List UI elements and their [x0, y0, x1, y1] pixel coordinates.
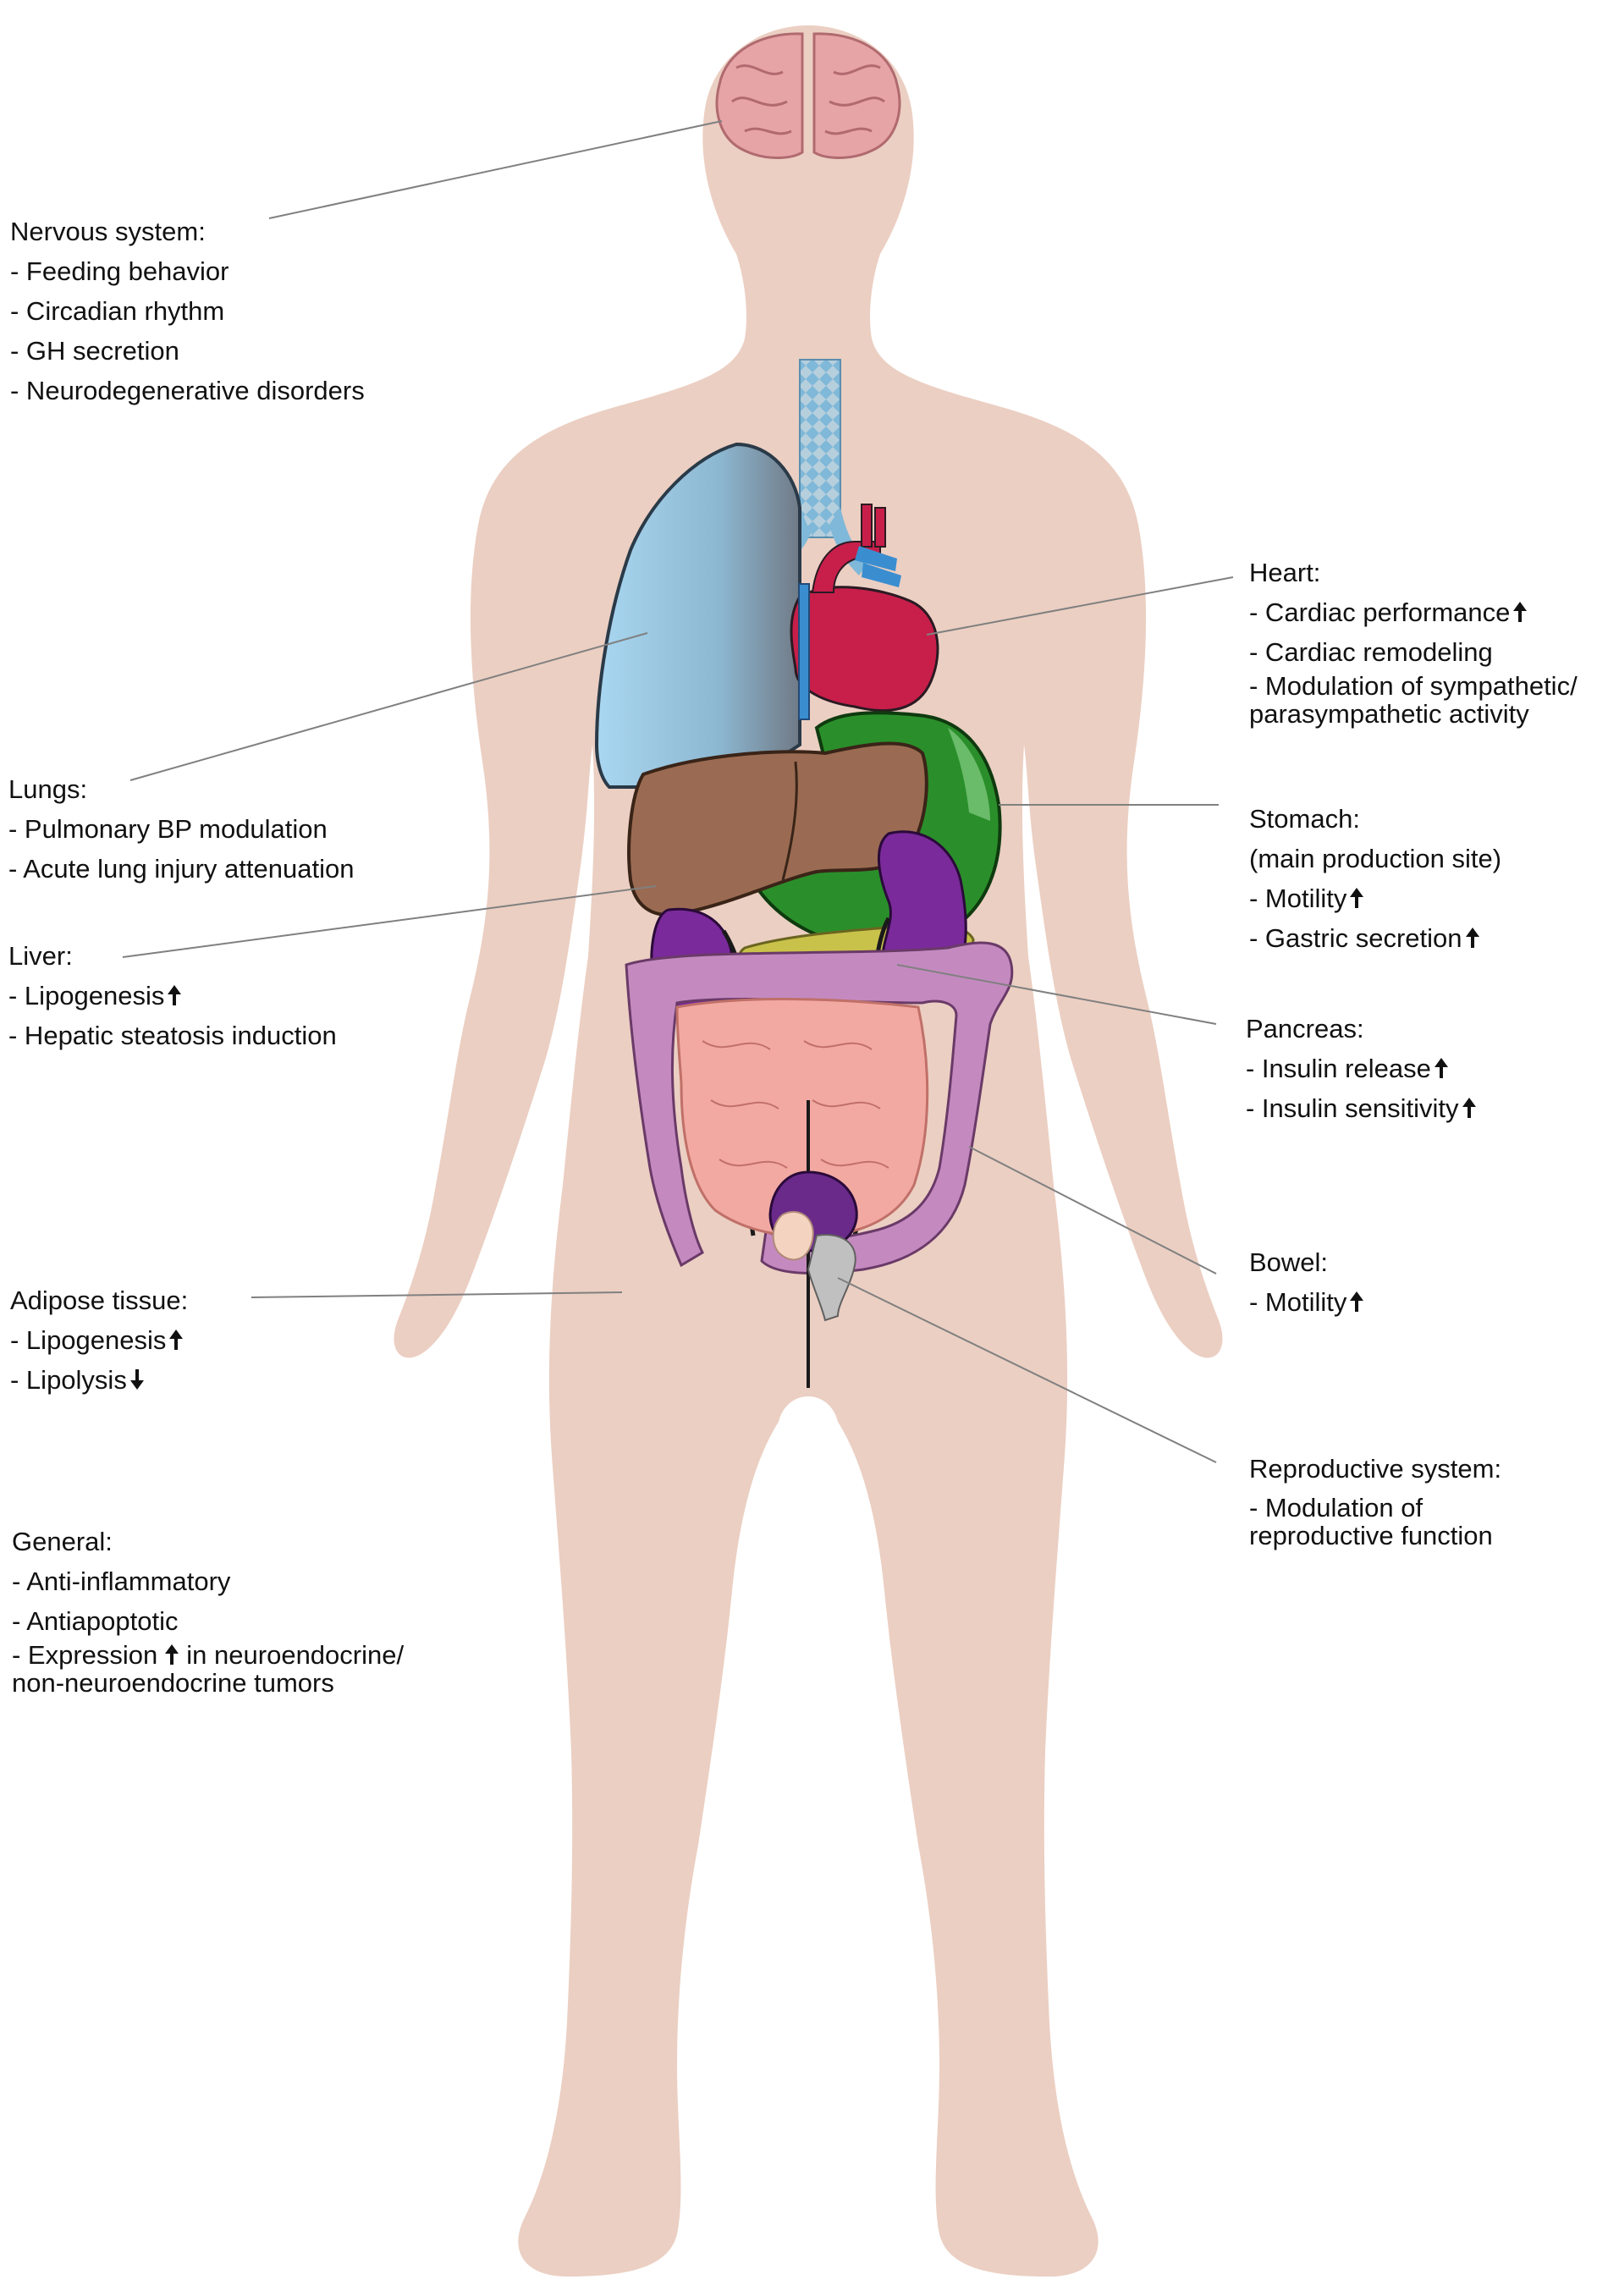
leader-bowel — [968, 1146, 1217, 1275]
pancreas-item-text: - Insulin release — [1246, 1054, 1431, 1083]
label-lungs: Lungs: - Pulmonary BP modulation - Acute… — [8, 769, 354, 889]
general-item-text: - Expression — [12, 1640, 158, 1670]
bowel-title: Bowel: — [1249, 1247, 1329, 1277]
general-item: non-neuroendocrine tumors — [12, 1668, 334, 1698]
pancreas-title: Pancreas: — [1246, 1014, 1364, 1043]
liver-item: - Hepatic steatosis induction — [8, 1021, 337, 1050]
lungs-item: - Pulmonary BP modulation — [8, 814, 328, 844]
stomach-item: (main production site) — [1249, 844, 1502, 873]
lungs-item: - Acute lung injury attenuation — [8, 854, 355, 884]
leader-reproductive — [837, 1277, 1217, 1463]
leader-heart — [926, 576, 1234, 636]
heart-item-text: - Cardiac performance — [1249, 597, 1511, 627]
stomach-item: - Gastric secretion — [1249, 918, 1501, 958]
arrow-down-icon — [129, 1369, 144, 1390]
nervous-item: - GH secretion — [10, 336, 179, 366]
leader-adipose — [251, 1291, 623, 1298]
general-title: General: — [12, 1527, 113, 1556]
stomach-item-text: - Gastric secretion — [1249, 923, 1462, 953]
pancreas-item: - Insulin release — [1246, 1049, 1477, 1088]
label-heart: Heart: - Cardiac performance - Cardiac r… — [1249, 553, 1578, 728]
general-item: - Anti-inflammatory — [12, 1566, 231, 1596]
reproductive-organ — [807, 1234, 856, 1322]
adipose-item: - Lipogenesis — [10, 1320, 188, 1360]
liver-item: - Lipogenesis — [8, 976, 337, 1016]
label-stomach: Stomach: (main production site) - Motili… — [1249, 799, 1501, 958]
general-item-text: in neuroendocrine/ — [186, 1640, 405, 1670]
leader-lungs — [129, 632, 648, 781]
nervous-item: - Neurodegenerative disorders — [10, 376, 365, 405]
adipose-item-text: - Lipogenesis — [10, 1325, 167, 1355]
stomach-item-text: - Motility — [1249, 884, 1347, 913]
adipose-item-text: - Lipolysis — [10, 1365, 127, 1395]
liver — [627, 741, 928, 917]
arrow-up-icon — [1434, 1058, 1448, 1078]
label-adipose-tissue: Adipose tissue: - Lipogenesis - Lipolysi… — [10, 1280, 188, 1400]
nervous-item: - Circadian rhythm — [10, 296, 225, 326]
leader-pancreas — [896, 964, 1217, 1025]
arrow-up-icon — [169, 1330, 184, 1350]
arrow-up-icon — [1462, 1098, 1476, 1118]
arrow-up-icon — [168, 985, 182, 1005]
reproductive-item: - Modulation of — [1249, 1493, 1424, 1522]
trachea — [799, 359, 841, 538]
reproductive-item: reproductive function — [1249, 1521, 1493, 1550]
small-intestine-folds — [702, 1040, 889, 1169]
label-general: General: - Anti-inflammatory - Antiapopt… — [12, 1522, 404, 1697]
label-pancreas: Pancreas: - Insulin release - Insulin se… — [1246, 1009, 1477, 1128]
liver-item-text: - Lipogenesis — [8, 981, 165, 1010]
heart — [790, 504, 939, 720]
reproductive-title: Reproductive system: — [1249, 1454, 1502, 1484]
leader-lines — [122, 120, 1234, 1463]
heart-item: - Cardiac performance — [1249, 592, 1578, 632]
general-item: - Antiapoptotic — [12, 1606, 179, 1636]
label-nervous-system: Nervous system: - Feeding behavior - Cir… — [10, 212, 365, 410]
bowel-item-text: - Motility — [1249, 1287, 1347, 1317]
pancreas-item-text: - Insulin sensitivity — [1246, 1093, 1459, 1123]
heart-item: parasympathetic activity — [1249, 699, 1529, 729]
brain — [715, 32, 901, 159]
label-bowel: Bowel: - Motility — [1249, 1242, 1364, 1322]
stomach-highlight — [948, 728, 990, 821]
heart-item: - Modulation of sympathetic/ — [1249, 671, 1578, 701]
arrow-up-icon — [1350, 1291, 1364, 1312]
stomach-title: Stomach: — [1249, 804, 1360, 834]
colon — [625, 941, 1014, 1275]
arrow-up-icon — [1350, 888, 1364, 908]
label-reproductive-system: Reproductive system: - Modulation of rep… — [1249, 1449, 1501, 1550]
nervous-title: Nervous system: — [10, 217, 206, 246]
arrow-up-icon — [165, 1644, 179, 1665]
nervous-item: - Feeding behavior — [10, 256, 229, 286]
pancreas-item: - Insulin sensitivity — [1246, 1088, 1477, 1128]
general-item: - Expression in neuroendocrine/ — [12, 1641, 404, 1669]
ovary — [772, 1210, 814, 1261]
arrow-up-icon — [1465, 928, 1479, 948]
stomach-item: - Motility — [1249, 878, 1501, 918]
heart-item: - Cardiac remodeling — [1249, 637, 1493, 667]
leader-nervous — [268, 120, 723, 219]
small-intestine — [675, 998, 929, 1238]
bowel-item: - Motility — [1249, 1282, 1364, 1322]
adipose-title: Adipose tissue: — [10, 1286, 189, 1315]
adipose-item: - Lipolysis — [10, 1360, 188, 1400]
label-liver: Liver: - Lipogenesis - Hepatic steatosis… — [8, 936, 337, 1055]
heart-title: Heart: — [1249, 558, 1321, 587]
liver-title: Liver: — [8, 941, 73, 971]
arrow-up-icon — [1513, 602, 1528, 622]
lungs-title: Lungs: — [8, 774, 88, 804]
lung — [594, 442, 801, 789]
liver-ligament — [781, 761, 798, 881]
leader-liver — [122, 885, 657, 958]
